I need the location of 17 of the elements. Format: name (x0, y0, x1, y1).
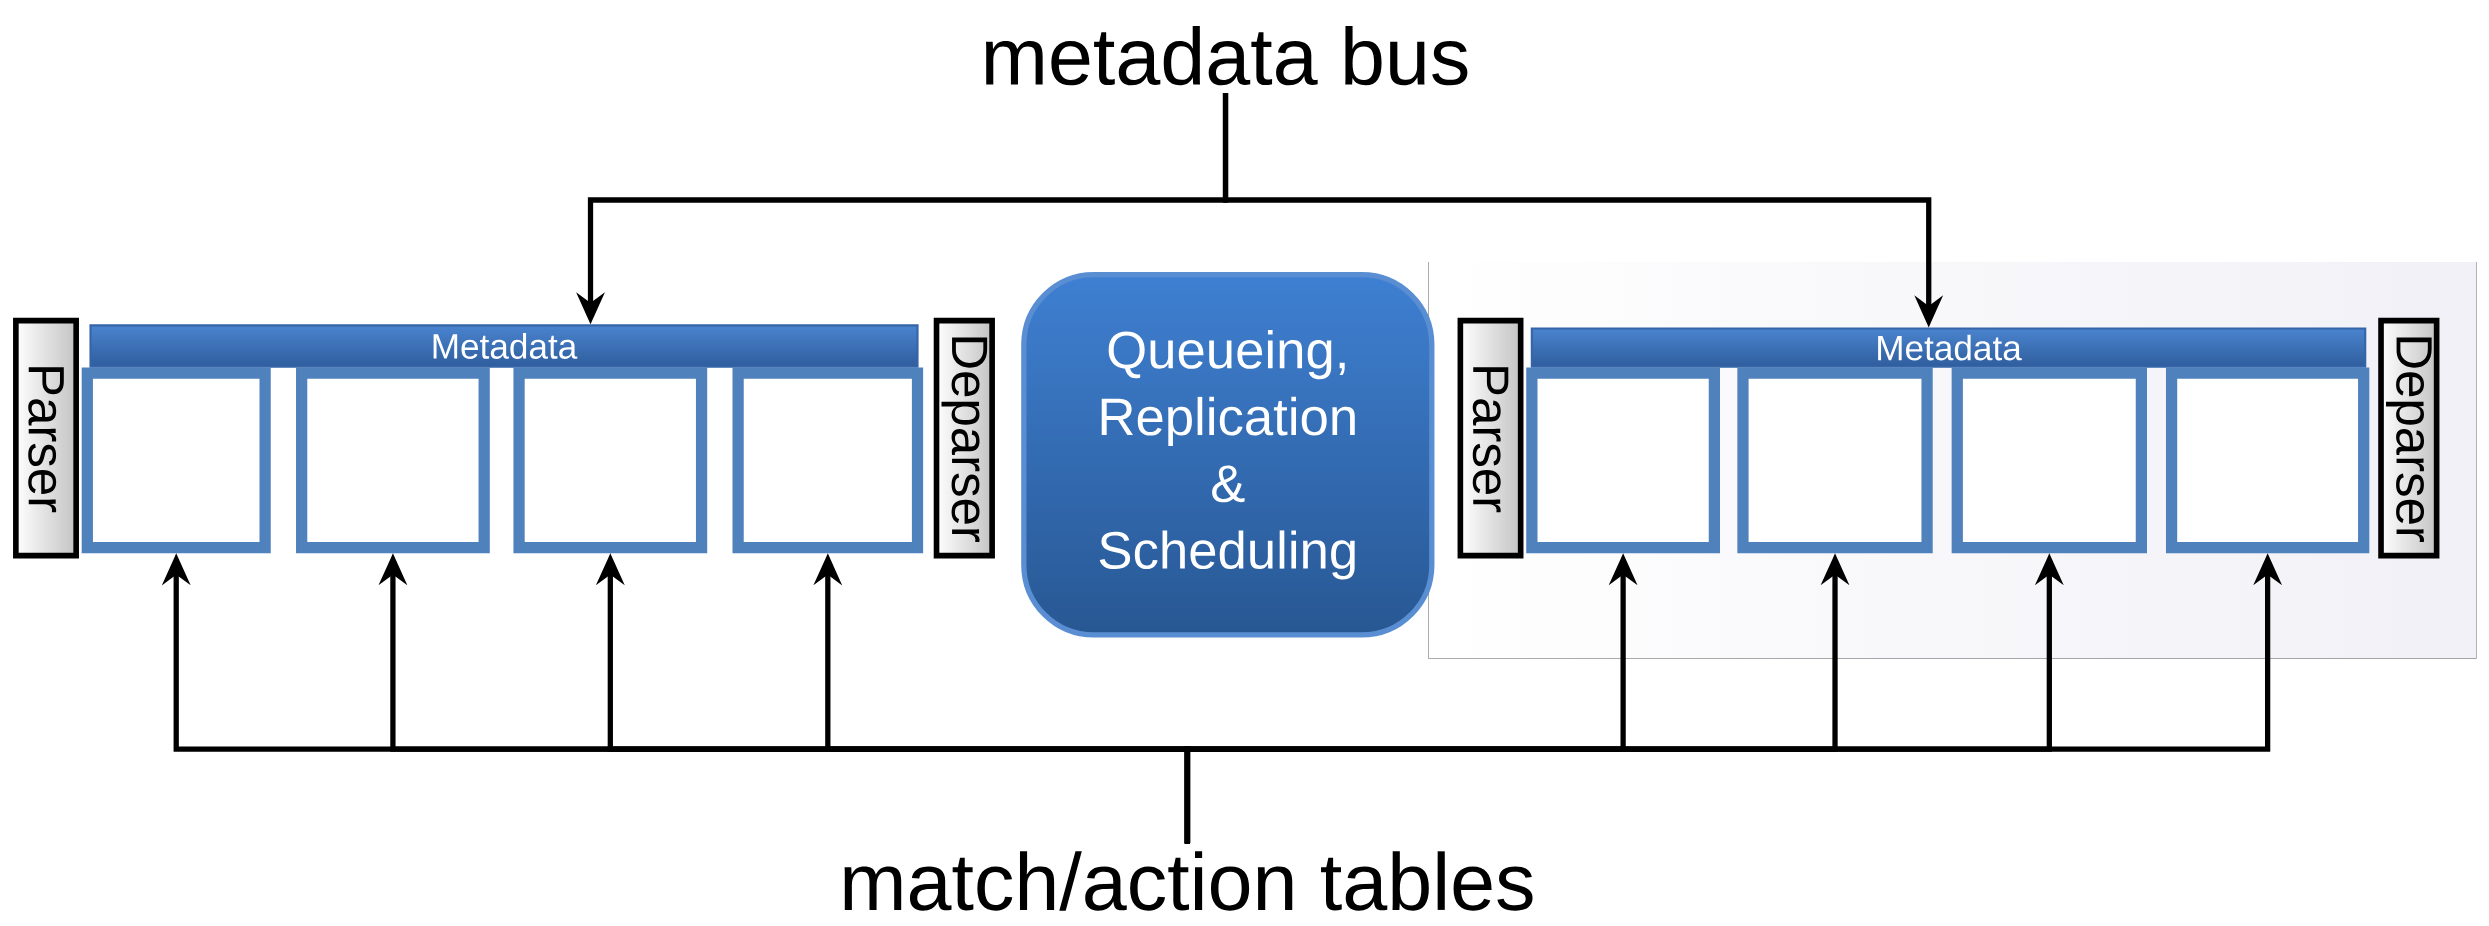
parser-block: Parser (13, 317, 79, 559)
parser-block: Parser (1457, 317, 1524, 559)
parser-block: Deparser (2378, 317, 2440, 559)
caption-text: metadata bus (985, 25, 1468, 86)
metadata-bar: Metadata (1530, 327, 2367, 368)
table-box (1526, 367, 1720, 554)
table-box (1737, 367, 1933, 554)
table-box (81, 367, 271, 554)
caption-text: match/action tables (844, 851, 1533, 911)
table-box (2165, 367, 2370, 554)
table-box (732, 367, 924, 554)
queue-box: Queueing, Replication & Scheduling (1021, 272, 1435, 638)
metadata-bar: Metadata (89, 324, 919, 368)
table-box (513, 367, 708, 554)
table-box (1951, 367, 2147, 554)
parser-block: Deparser (933, 317, 995, 559)
table-box (296, 367, 490, 554)
